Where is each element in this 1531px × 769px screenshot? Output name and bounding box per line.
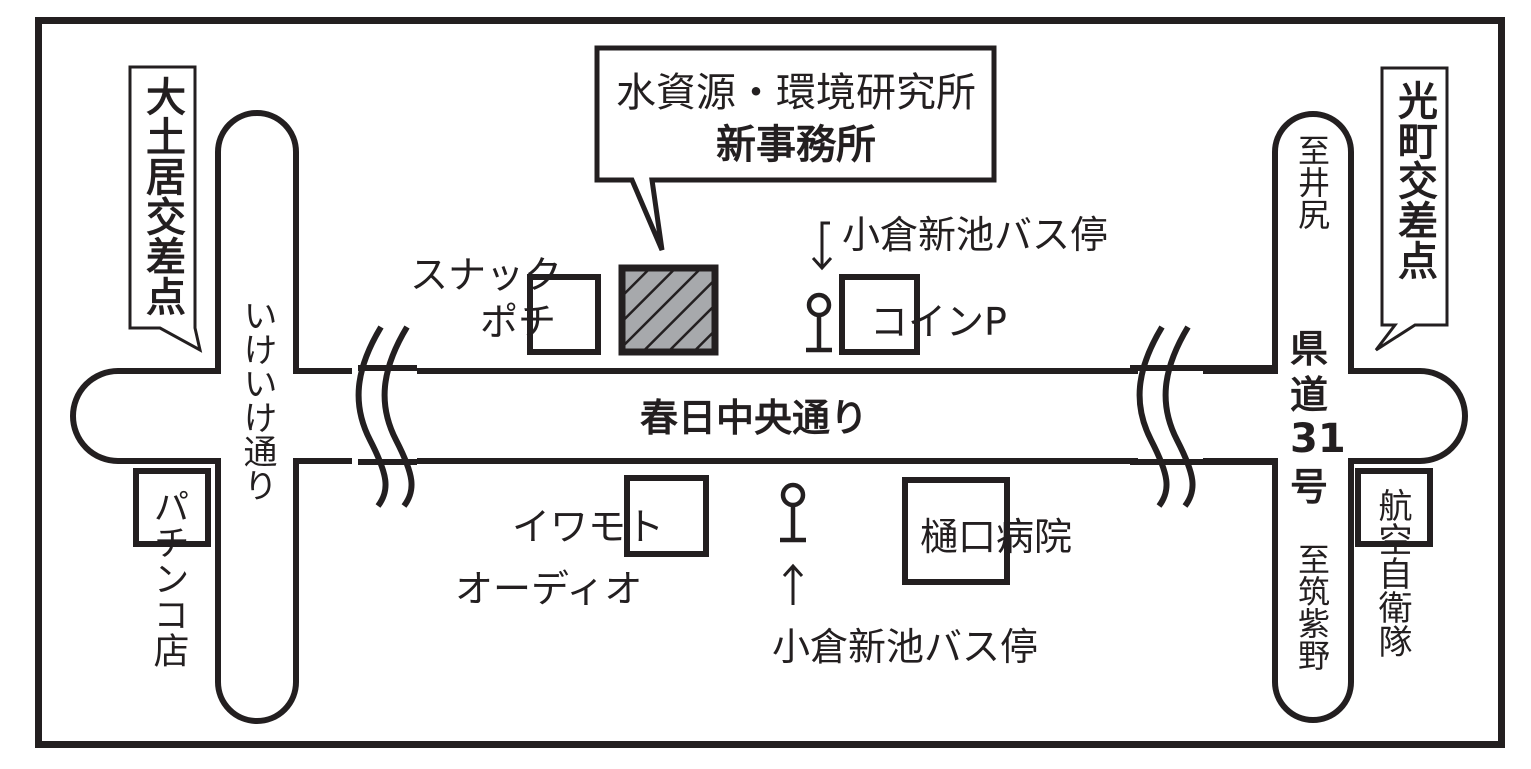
left-intersection-label: 大土居交差点 (139, 76, 186, 316)
left-road-label: いけいけ通り (237, 298, 277, 502)
arrow-down-icon (811, 221, 833, 271)
coin-parking-label: コインP (870, 300, 1007, 344)
audio-shop-building (624, 475, 709, 557)
arrow-up-icon (782, 563, 804, 605)
destination-callout: 水資源・環境研究所 新事務所 (594, 45, 997, 251)
snack-building (527, 274, 601, 355)
bus-stop-icon (806, 292, 832, 353)
hospital-building (902, 477, 1010, 585)
left-intersection-callout: 大土居交差点 (128, 65, 203, 353)
bus-stop-south-icon (780, 482, 806, 543)
audio-shop-label-line1: イワモト (512, 505, 664, 549)
right-road-label-3: 31 (1290, 416, 1346, 462)
right-road-label-4: 号 (1290, 465, 1328, 509)
bus-stop-south-label: 小倉新池バス停 (772, 625, 1038, 669)
jsdf-building (1355, 468, 1433, 547)
road-break-right (1130, 325, 1275, 508)
pachinko-building (133, 468, 211, 547)
main-road-label: 春日中央通り (640, 396, 868, 440)
map-frame (35, 17, 1505, 748)
road-break-left (352, 325, 417, 508)
right-intersection-label: 光町交差点 (1391, 80, 1438, 280)
jsdf-label: 航空自衛隊 (1372, 488, 1412, 658)
snack-label-line2: ポチ (480, 300, 556, 344)
pachinko-label: パチンコ店 (148, 488, 189, 668)
snack-label-line1: スナック (410, 253, 562, 297)
coin-parking-building (839, 274, 920, 355)
target-building (618, 264, 719, 356)
audio-shop-label-line2: オーディオ (455, 567, 642, 611)
destination-office: 新事務所 (716, 122, 876, 168)
right-road-label-2: 道 (1290, 373, 1328, 417)
direction-south-label: 至筑紫野 (1293, 543, 1331, 671)
right-intersection-callout: 光町交差点 (1374, 66, 1449, 352)
direction-north-label: 至井尻 (1293, 134, 1331, 230)
bus-stop-north-label: 小倉新池バス停 (842, 213, 1108, 257)
right-road-label: 県 (1290, 327, 1328, 371)
destination-name: 水資源・環境研究所 (616, 70, 976, 116)
hospital-label: 樋口病院 (920, 515, 1072, 559)
